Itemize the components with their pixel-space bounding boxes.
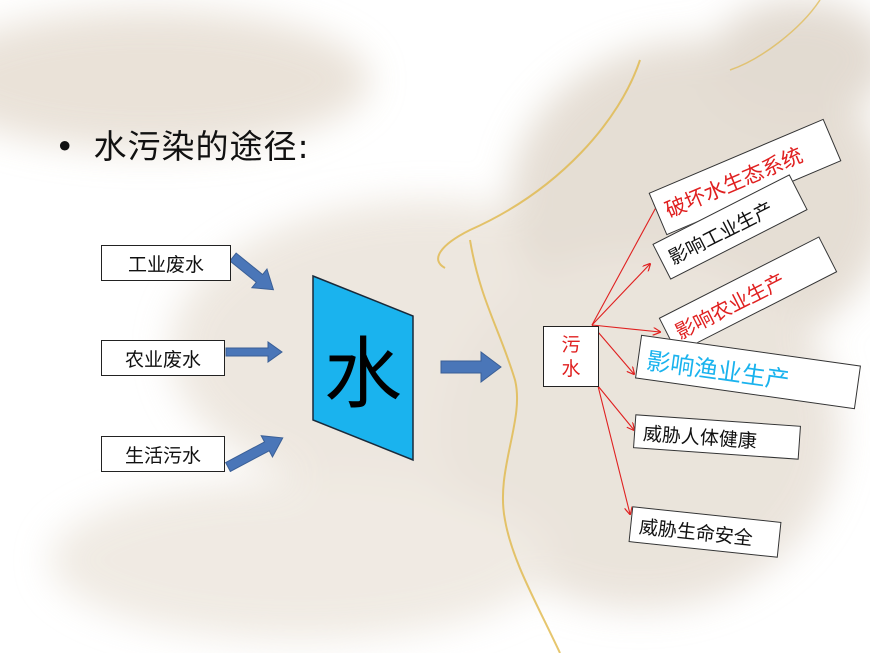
arrow-domestic [224, 435, 284, 473]
sewage-char-1: 污 [561, 333, 581, 356]
water-shape [312, 274, 414, 462]
arrow-industrial [229, 252, 275, 291]
flow-arrows [224, 252, 502, 473]
effect-connectors [591, 200, 660, 514]
source-industrial-wastewater: 工业废水 [101, 245, 231, 281]
arrow-agricultural [225, 341, 283, 363]
sewage-char-2: 水 [561, 357, 581, 380]
water-label: 水 [323, 329, 402, 420]
source-agricultural-wastewater: 农业废水 [101, 340, 225, 376]
sewage-box: 污 水 [543, 326, 599, 387]
source-domestic-sewage: 生活污水 [101, 436, 225, 472]
arrow-to-sewage [440, 351, 502, 383]
bullet-icon: • [55, 127, 76, 166]
title-text: 水污染的途径: [93, 127, 310, 166]
slide-title: • 水污染的途径: [55, 120, 310, 168]
